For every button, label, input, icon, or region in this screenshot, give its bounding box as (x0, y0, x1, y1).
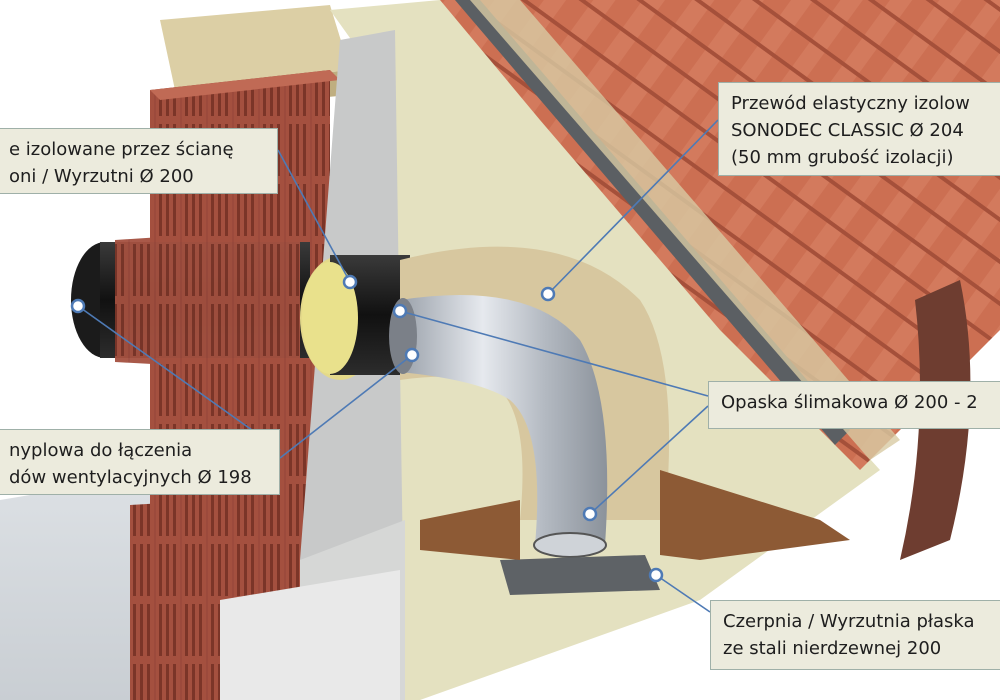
timber-beam (160, 5, 350, 90)
callout-line: dów wentylacyjnych Ø 198 (9, 467, 252, 488)
callout-line: nyplowa do łączenia (9, 440, 193, 461)
callout-line: Czerpnia / Wyrzutnia płaska (723, 611, 975, 632)
flat-vent (500, 555, 660, 595)
callout-line: ze stali nierdzewnej 200 (723, 638, 942, 659)
roof-batten (455, 0, 850, 445)
leader-lines (77, 119, 719, 613)
foil-inner-duct (400, 295, 608, 545)
callout-line: Przewód elastyczny izolow (731, 93, 970, 114)
callout-nipple-connector: nyplowa do łączenia dów wentylacyjnych Ø… (0, 429, 280, 495)
callout-wall-passthrough: e izolowane przez ścianę oni / Wyrzutni … (0, 128, 278, 194)
callout-flexible-duct: Przewód elastyczny izolow SONODEC CLASSI… (718, 82, 1000, 176)
callout-worm-clamp: Opaska ślimakowa Ø 200 - 2 (708, 381, 1000, 429)
callout-line: Opaska ślimakowa Ø 200 - 2 (721, 392, 978, 413)
callout-line: SONODEC CLASSIC Ø 204 (731, 120, 964, 141)
callout-flat-vent: Czerpnia / Wyrzutnia płaska ze stali nie… (710, 600, 1000, 670)
callout-line: e izolowane przez ścianę (9, 139, 234, 160)
deck-boards (420, 500, 520, 560)
callout-line: oni / Wyrzutni Ø 200 (9, 166, 194, 187)
callout-line: (50 mm grubość izolacji) (731, 147, 954, 168)
leader-dots (70, 274, 664, 583)
